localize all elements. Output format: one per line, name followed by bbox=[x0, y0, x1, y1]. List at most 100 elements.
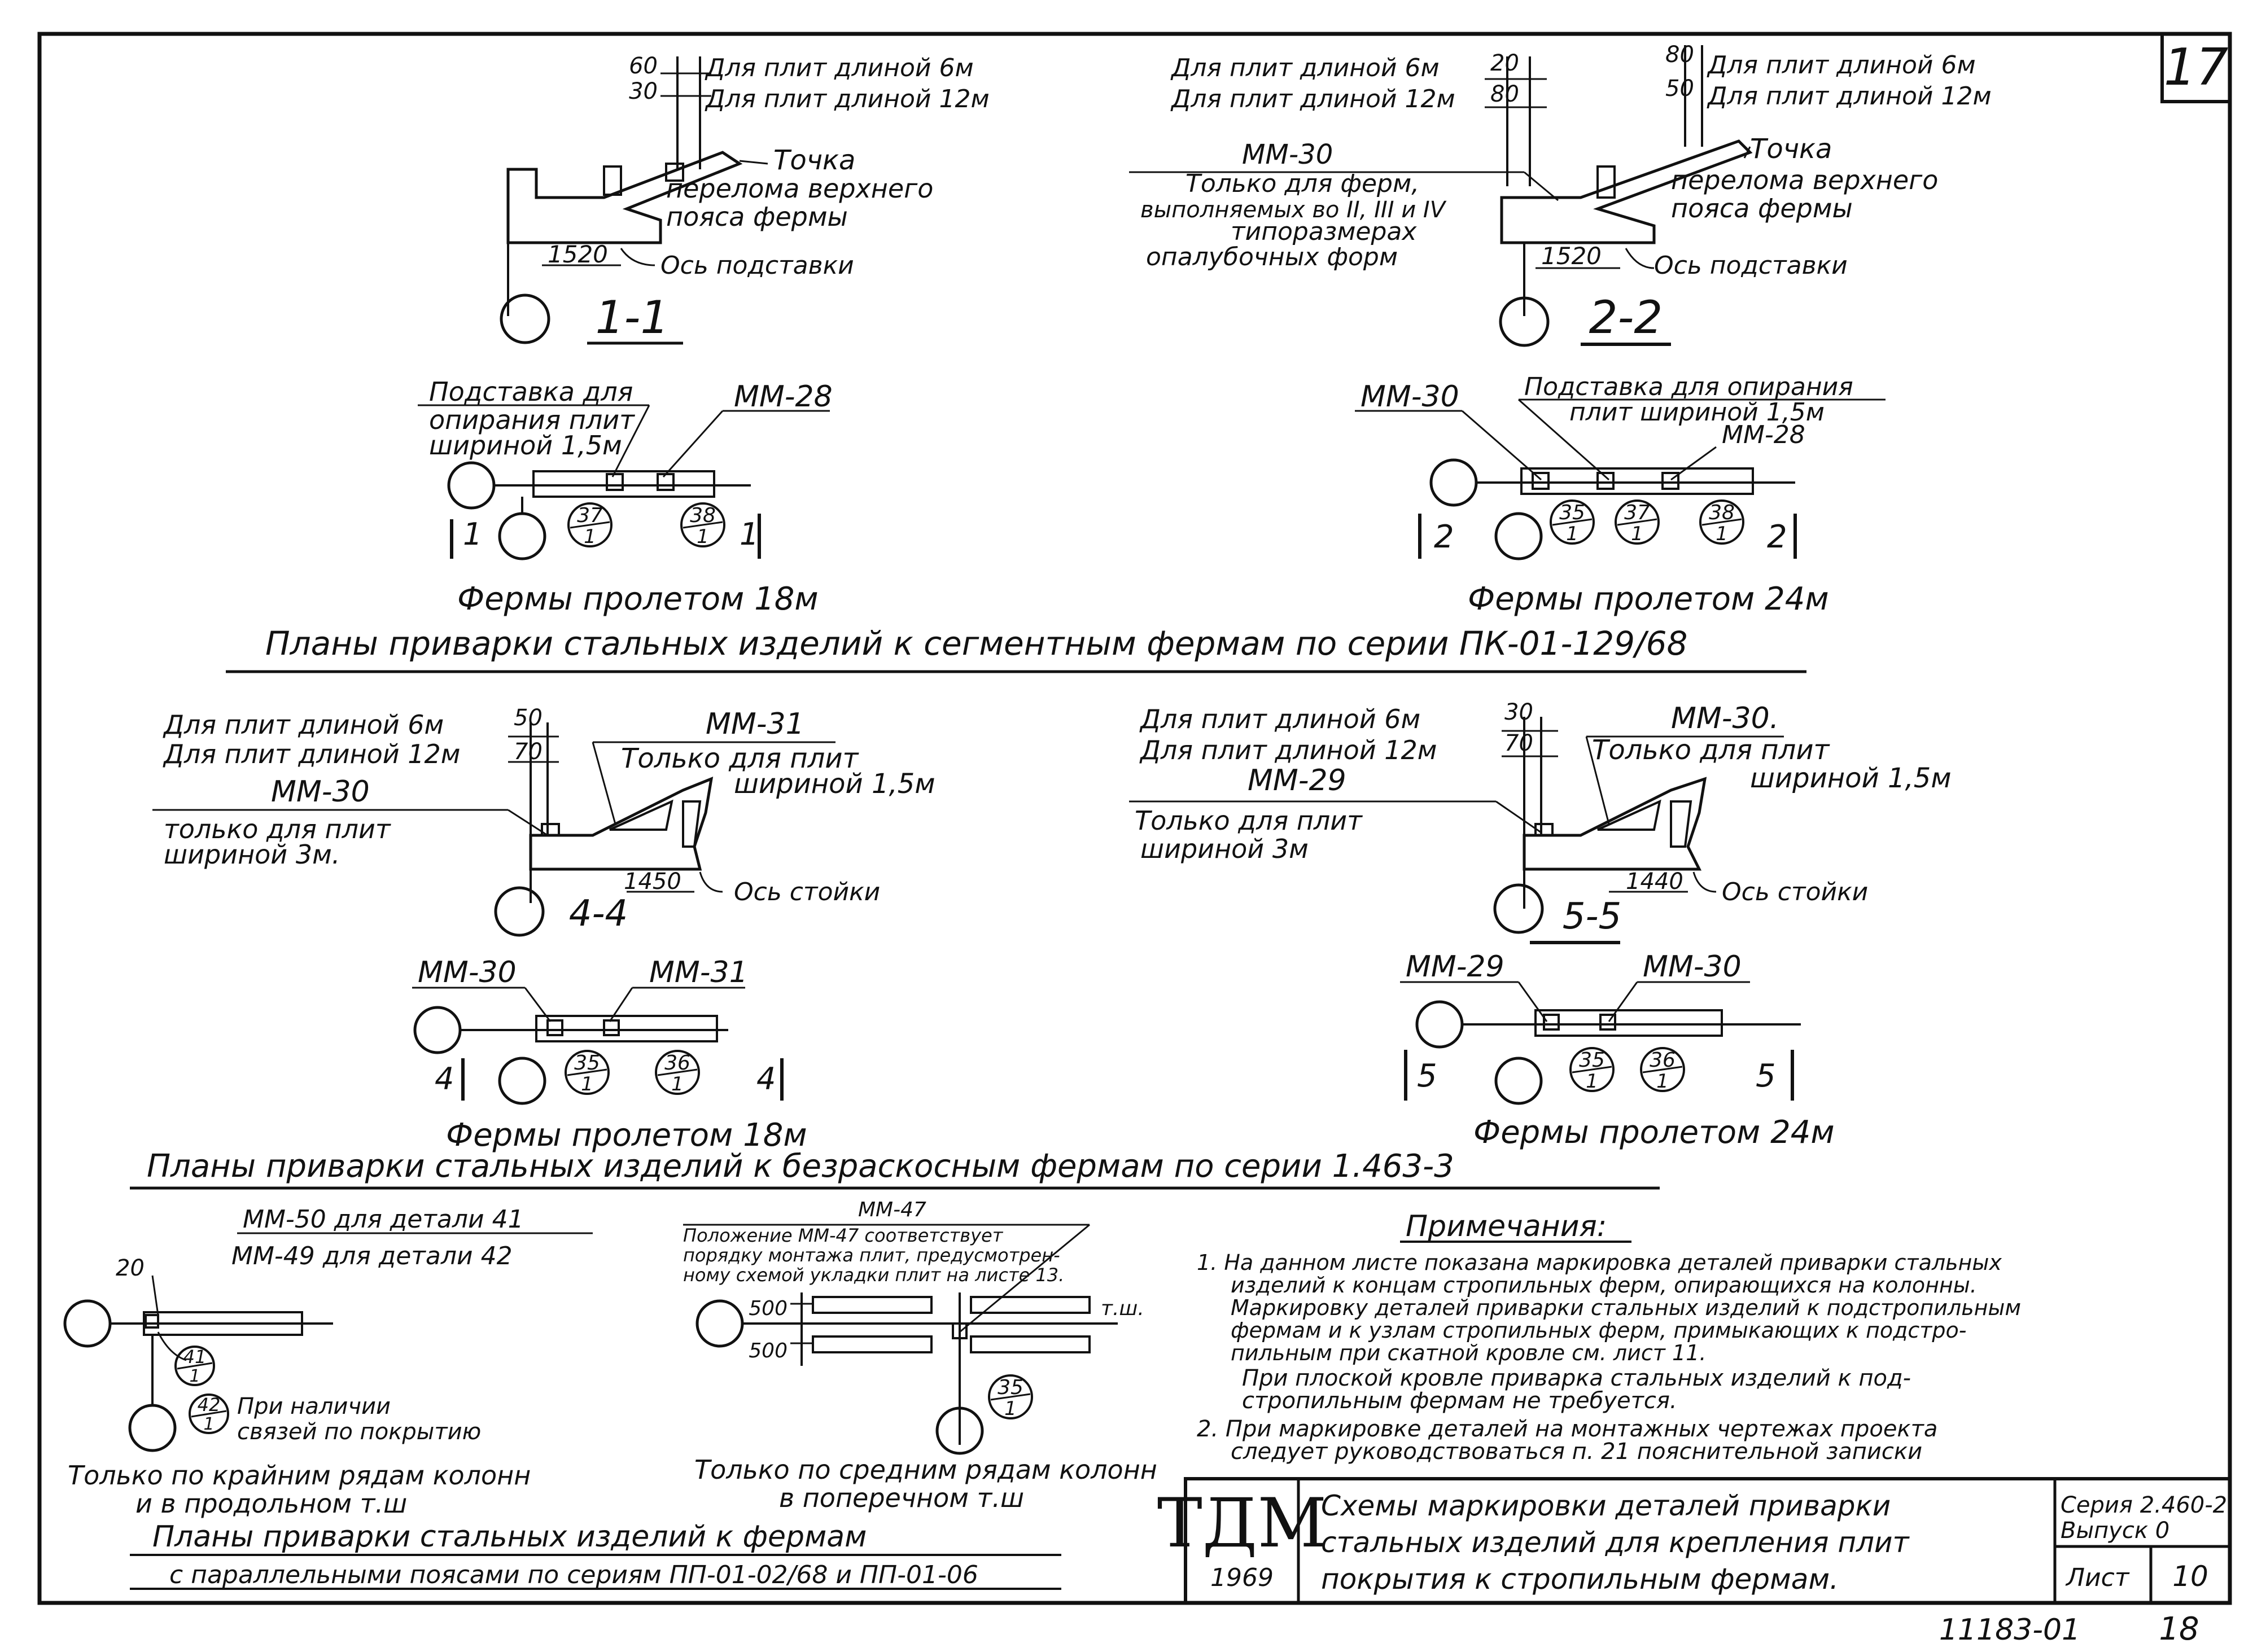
note-12m: Для плит длиной 12м bbox=[1170, 85, 1455, 113]
support-2: плит шириной 1,5м bbox=[1569, 398, 1825, 427]
note-1-line-4: фермам и к узлам стропильных ферм, примы… bbox=[1231, 1318, 1967, 1343]
cut-left: 5 bbox=[1417, 1058, 1437, 1094]
cut-right: 1 bbox=[740, 516, 759, 552]
group2-title: Планы приварки стальных изделий к безрас… bbox=[147, 1148, 1454, 1185]
dim-500-a: 500 bbox=[749, 1297, 788, 1320]
note-6m: Для плит длиной 6м bbox=[1139, 704, 1420, 734]
sheet-number-box bbox=[2160, 32, 2232, 103]
note-12m-right: Для плит длиной 12м bbox=[1707, 82, 1992, 111]
mm28-label: ММ-28 bbox=[1722, 420, 1805, 449]
tsh-label: т.ш. bbox=[1101, 1297, 1144, 1320]
break-label-1: перелома верхнего bbox=[1671, 165, 1938, 195]
only-2: выполняемых во II, III и IV bbox=[1140, 197, 1447, 223]
section-2-2: Для плит длиной 6м Для плит длиной 12м 2… bbox=[1129, 42, 1992, 347]
dim-30: 30 bbox=[629, 78, 658, 104]
caption-1: Только по крайним рядам колонн bbox=[68, 1460, 531, 1491]
det-41-sheet: 1 bbox=[189, 1366, 200, 1386]
det-b-sheet: 1 bbox=[671, 1073, 684, 1096]
section-label: 5-5 bbox=[1563, 896, 1622, 937]
note-6m: Для плит длиной 6м bbox=[1170, 54, 1440, 82]
point-label: Точка bbox=[773, 144, 855, 176]
section-1-1: 60 30 Для плит длиной 6м Для плит длиной… bbox=[500, 53, 990, 345]
only-3-2: шириной 3м bbox=[1140, 834, 1309, 864]
dim-20: 20 bbox=[1490, 50, 1519, 76]
note-6m: Для плит длиной 6м bbox=[163, 709, 444, 740]
plan-24m-segment: ММ-30 Подставка для опирания плит ширино… bbox=[1355, 373, 1886, 617]
series-1: Серия 2.460-2 bbox=[2061, 1492, 2227, 1518]
det-c-num: 38 bbox=[1709, 501, 1735, 524]
mm31-label: ММ-31 bbox=[706, 707, 804, 741]
break-label-2: пояса фермы bbox=[666, 201, 848, 232]
section-label: 2-2 bbox=[1589, 291, 1663, 344]
only-15-1: Только для плит bbox=[621, 743, 860, 774]
caption: Фермы пролетом 24м bbox=[1468, 581, 1829, 617]
mm29-label: ММ-29 bbox=[1406, 950, 1504, 984]
dim-500-b: 500 bbox=[749, 1339, 788, 1362]
point-label: Точка bbox=[1750, 133, 1832, 165]
support-2: опирания плит bbox=[429, 405, 635, 435]
note-6m: Для плит длиной 6м bbox=[705, 54, 974, 82]
note-1-line-2: изделий к концам стропильных ферм, опира… bbox=[1231, 1273, 1977, 1298]
dim-1450: 1450 bbox=[624, 869, 681, 895]
sheet-label: Лист bbox=[2065, 1563, 2130, 1592]
note-2-line-2: следует руководствоваться п. 21 поясните… bbox=[1231, 1439, 1922, 1465]
cut-left: 4 bbox=[435, 1061, 454, 1097]
det-a-sheet: 1 bbox=[1586, 1070, 1598, 1093]
section-label: 1-1 bbox=[596, 291, 670, 344]
axis-label: Ось стойки bbox=[734, 878, 880, 906]
note-1-line-7: стропильным фермам не требуется. bbox=[1242, 1388, 1677, 1414]
note-1-line-3: Маркировку деталей приварки стальных изд… bbox=[1231, 1295, 2021, 1320]
det-a-num: 35 bbox=[1559, 501, 1585, 524]
pos-1: Положение ММ-47 соответствует bbox=[683, 1225, 1004, 1246]
axis-label: Ось стойки bbox=[1722, 878, 1868, 906]
note-2-line-1: 2. При маркировке деталей на монтажных ч… bbox=[1197, 1416, 1937, 1442]
mm49-label: ММ-49 для детали 42 bbox=[231, 1242, 513, 1270]
det-b-num: 36 bbox=[664, 1051, 690, 1075]
det-b-sheet: 1 bbox=[697, 525, 709, 548]
cut-left: 2 bbox=[1434, 519, 1454, 555]
det-a-num: 35 bbox=[574, 1051, 600, 1075]
org-logo: ТДМ bbox=[1157, 1484, 1327, 1563]
caption-1: Только по средним рядам колонн bbox=[694, 1454, 1157, 1485]
note-1-line-5: пильным при скатной кровле см. лист 11. bbox=[1231, 1340, 1706, 1365]
desc-3: покрытия к стропильным фермам. bbox=[1321, 1563, 1839, 1596]
support-3: шириной 1,5м bbox=[429, 430, 622, 461]
mm30-label: ММ-30 bbox=[1242, 139, 1333, 170]
only-4: опалубочных форм bbox=[1146, 243, 1398, 271]
notes-heading: Примечания: bbox=[1406, 1210, 1607, 1243]
mm29-label: ММ-29 bbox=[1248, 764, 1346, 797]
dim-1440: 1440 bbox=[1626, 869, 1683, 895]
mm50-label: ММ-50 для детали 41 bbox=[243, 1205, 524, 1234]
mm30-label: ММ-30 bbox=[1643, 950, 1742, 984]
support-1: Подставка для опирания bbox=[1524, 373, 1853, 401]
only-15-2: шириной 1,5м bbox=[734, 768, 935, 800]
note-1-line-1: 1. На данном листе показана маркировка д… bbox=[1197, 1250, 2002, 1275]
caption-2: в поперечном т.ш bbox=[779, 1483, 1024, 1513]
series-2: Выпуск 0 bbox=[2061, 1518, 2169, 1544]
dim-80-left: 80 bbox=[1490, 81, 1519, 107]
support-1: Подставка для bbox=[429, 376, 633, 407]
dim-50: 50 bbox=[514, 705, 543, 731]
det-42-num: 42 bbox=[198, 1394, 221, 1416]
pos-2: порядку монтажа плит, предусмотрен- bbox=[683, 1245, 1060, 1266]
archive-number: 11183-01 bbox=[1939, 1613, 2080, 1647]
sheet-value: 10 bbox=[2172, 1560, 2208, 1593]
presence-2: связей по покрытию bbox=[237, 1419, 481, 1445]
det-b-num: 37 bbox=[1624, 501, 1650, 524]
note-12m: Для плит длиной 12м bbox=[1139, 735, 1437, 765]
section-5-5: Для плит длиной 6м Для плит длиной 12м 3… bbox=[1129, 699, 1952, 944]
dim-20: 20 bbox=[116, 1255, 145, 1281]
note-12m: Для плит длиной 12м bbox=[705, 85, 990, 113]
det-sheet: 1 bbox=[1004, 1397, 1017, 1420]
cut-right: 2 bbox=[1767, 519, 1787, 555]
group3-title-1: Планы приварки стальных изделий к фермам bbox=[152, 1520, 867, 1554]
only-3-1: только для плит bbox=[164, 814, 391, 844]
det-b-num: 38 bbox=[690, 504, 716, 527]
dim-80: 80 bbox=[1665, 42, 1694, 68]
cut-left: 1 bbox=[463, 516, 482, 552]
break-label-1: перелома верхнего bbox=[666, 173, 933, 204]
caption: Фермы пролетом 18м bbox=[446, 1117, 807, 1154]
notes-block: Примечания: 1. На данном листе показана … bbox=[1197, 1210, 2021, 1465]
only-15-1: Только для плит bbox=[1592, 734, 1831, 766]
